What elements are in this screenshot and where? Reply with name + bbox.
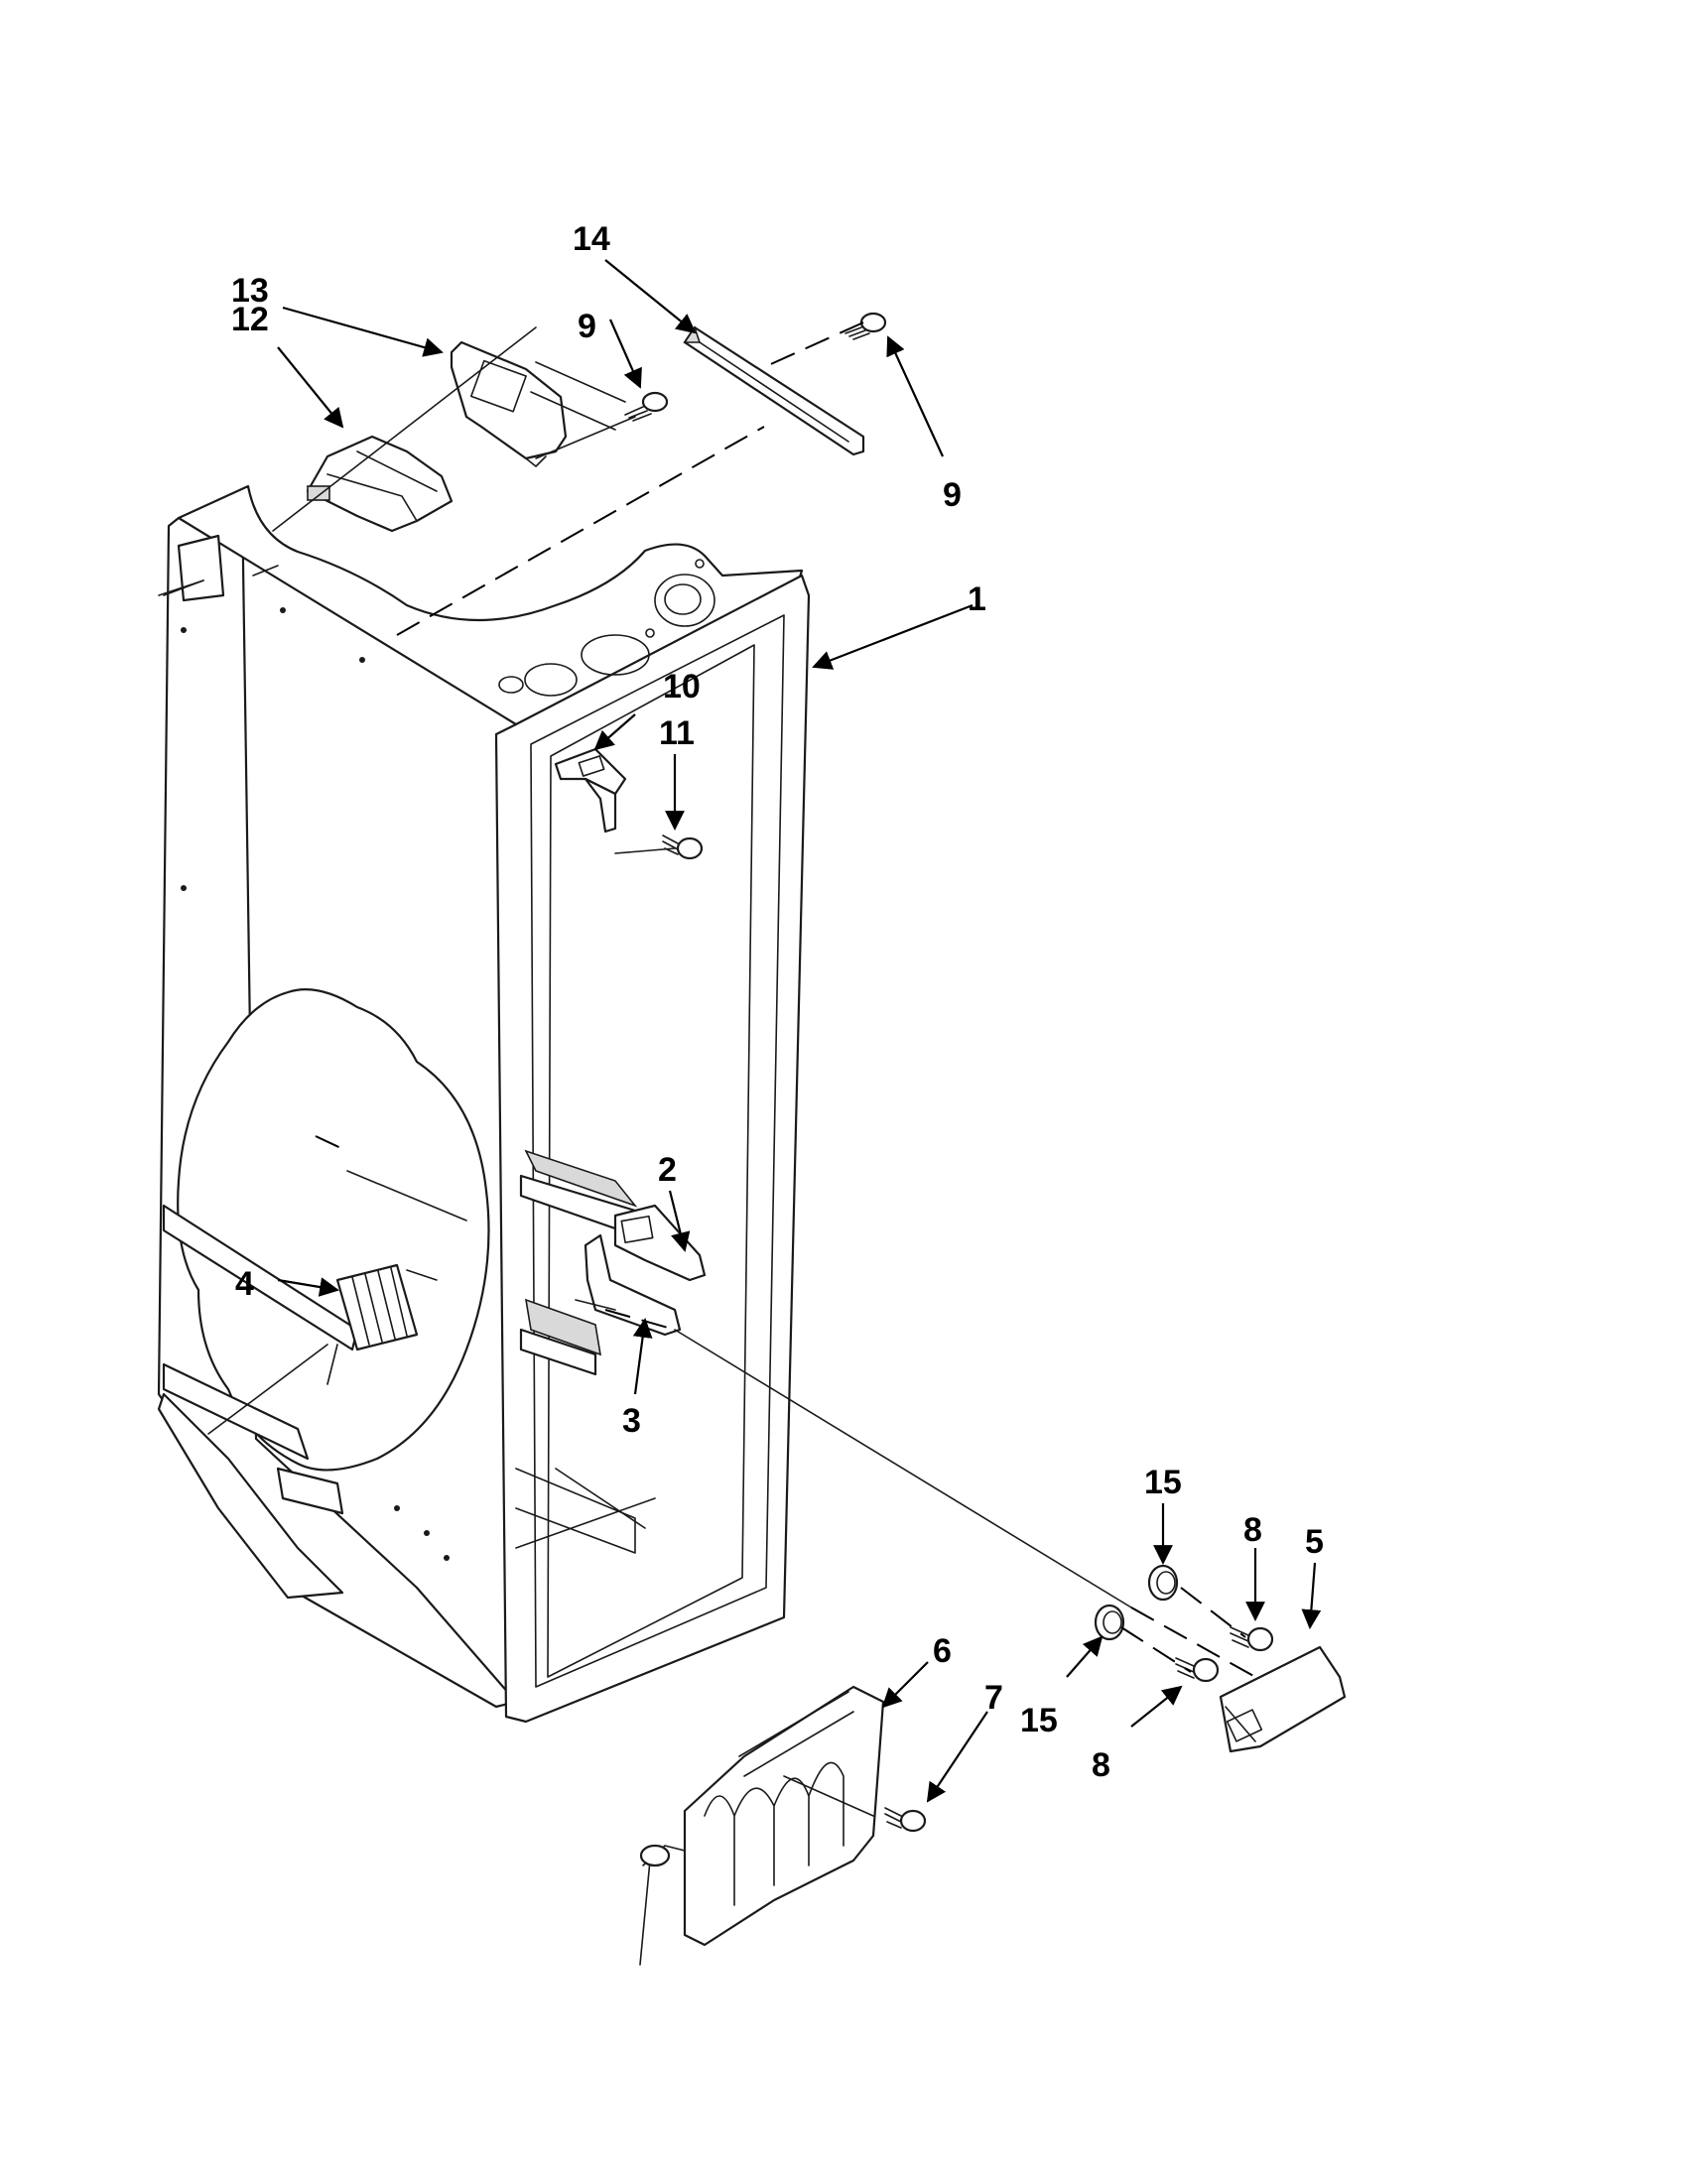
- callout-14: 14: [573, 220, 610, 258]
- callout-15-lower: 15: [1020, 1702, 1058, 1739]
- part-15-grommet-upper: [1147, 1564, 1179, 1602]
- callout-15-upper: 15: [1144, 1464, 1182, 1501]
- part-2-bracket: [613, 1204, 707, 1282]
- callout-13: 13: [231, 272, 269, 310]
- part-5-cover: [1219, 1645, 1347, 1753]
- part-8-screw-upper: [1230, 1626, 1274, 1652]
- part-15-grommet-lower: [1094, 1604, 1125, 1641]
- callout-6: 6: [933, 1632, 952, 1670]
- callout-11: 11: [659, 714, 695, 752]
- callout-5: 5: [1305, 1523, 1324, 1561]
- callout-9-upper: 9: [578, 308, 596, 345]
- part-10-bracket: [554, 747, 627, 834]
- callout-9-right: 9: [943, 476, 962, 514]
- part-9-screw-upper-left: [624, 391, 669, 422]
- part-7-screw: [884, 1807, 927, 1833]
- callout-labels: 1 2 3 4 5 6 7 8 8 9 9 10 11 12 13 14 15 …: [231, 220, 1324, 1784]
- cabinet-liner: [157, 484, 811, 1724]
- callout-8-lower: 8: [1092, 1746, 1110, 1784]
- part-3-bracket: [584, 1233, 682, 1337]
- part-12-housing: [306, 435, 454, 533]
- leader-arrows: [277, 259, 1322, 1803]
- part-9-screw-upper-right: [844, 312, 887, 340]
- callout-7: 7: [984, 1679, 1003, 1717]
- part-6-heater: [639, 1685, 885, 1966]
- callout-4: 4: [235, 1265, 254, 1303]
- assembly-lines: [158, 321, 1256, 1817]
- part-8-screw-lower: [1175, 1657, 1220, 1683]
- callout-3: 3: [622, 1402, 641, 1440]
- callout-2: 2: [658, 1151, 677, 1189]
- callout-10: 10: [663, 668, 701, 706]
- part-14-rail: [683, 325, 865, 456]
- part-13-cover: [450, 340, 568, 467]
- callout-12: 12: [231, 301, 269, 338]
- callout-8-upper: 8: [1243, 1511, 1262, 1549]
- part-4-grille: [335, 1263, 419, 1351]
- callout-1: 1: [968, 580, 986, 618]
